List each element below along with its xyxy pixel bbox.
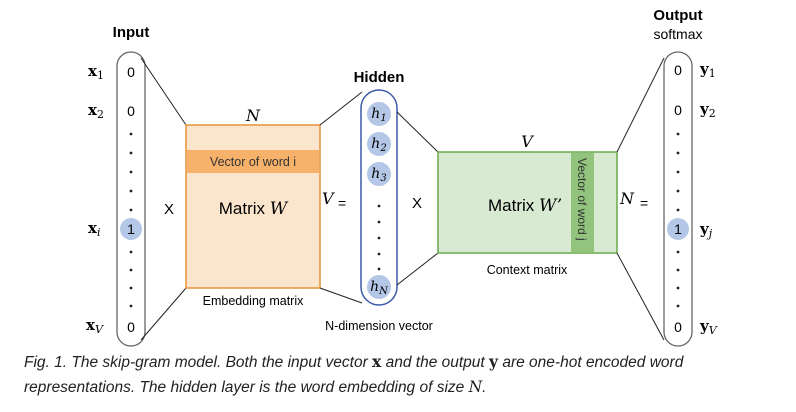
context-caption: Context matrix <box>487 263 568 277</box>
output-value-v: 0 <box>674 319 682 335</box>
hidden-unit-n-label: hN <box>370 279 389 297</box>
embedding-row-highlight <box>187 150 319 173</box>
embedding-matrix-label: Matrix W <box>219 199 289 219</box>
equals-op-2: = <box>640 195 648 211</box>
output-label-j: yj <box>699 220 713 240</box>
caption-text: Fig. 1. The skip-gram model. Both the in… <box>24 354 373 371</box>
hidden-unit-1-label: h1 <box>371 106 386 124</box>
output-label-v: yV <box>699 317 718 337</box>
connector-context-output <box>616 57 665 341</box>
output-value-2: 0 <box>674 102 682 118</box>
input-label-v: xV <box>86 316 104 336</box>
output-value-1: 0 <box>674 62 682 78</box>
input-value-1: 0 <box>127 64 135 80</box>
embedding-row-label: Vector of word i <box>210 155 296 169</box>
multiply-op-1: X <box>164 201 174 218</box>
caption-y-symbol: y <box>489 352 499 371</box>
hidden-unit-n <box>367 275 391 299</box>
connector-hidden-context <box>396 111 439 286</box>
connector-embedding-hidden <box>319 91 363 304</box>
context-col-highlight <box>571 153 594 252</box>
caption-n-symbol: N <box>468 378 483 396</box>
input-label-i: xi <box>88 219 100 239</box>
input-title: Input <box>113 24 150 41</box>
caption-text: and the output <box>381 354 490 371</box>
caption-text: . <box>482 379 487 396</box>
caption-text: are one-hot encoded word <box>498 354 684 371</box>
input-value-v: 0 <box>127 319 135 335</box>
context-matrix-label: Matrix W’ <box>488 196 562 216</box>
figure-caption: Fig. 1. The skip-gram model. Both the in… <box>24 350 784 400</box>
caption-text: representations. The hidden layer is the… <box>24 379 469 396</box>
hidden-dots <box>377 204 381 271</box>
hidden-caption: N-dimension vector <box>325 319 433 333</box>
output-label-1: y1 <box>699 60 716 80</box>
input-hot-highlight <box>120 218 142 240</box>
output-hot-highlight <box>667 218 689 240</box>
embedding-caption: Embedding matrix <box>203 294 304 308</box>
input-label-1: x1 <box>88 62 104 82</box>
connector-input-embedding <box>140 57 187 341</box>
multiply-op-2: X <box>412 195 422 212</box>
output-title: Output <box>653 7 702 24</box>
context-dim-n: N <box>619 189 635 208</box>
output-dots <box>676 132 680 308</box>
input-value-i: 1 <box>127 221 135 237</box>
hidden-unit-2-label: h2 <box>371 136 386 154</box>
input-label-2: x2 <box>88 101 104 121</box>
hidden-unit-2 <box>367 132 391 156</box>
hidden-unit-1 <box>367 102 391 126</box>
output-vector <box>663 51 693 347</box>
output-subtitle: softmax <box>653 26 702 42</box>
output-value-j: 1 <box>674 221 682 237</box>
input-value-2: 0 <box>127 103 135 119</box>
context-col-label: Vector of word j <box>575 158 589 241</box>
equals-op-1: = <box>338 195 346 211</box>
output-label-2: y2 <box>699 100 716 120</box>
caption-x-symbol: x <box>372 352 382 371</box>
input-vector <box>116 51 146 347</box>
hidden-unit-3 <box>367 162 391 186</box>
embedding-dim-v: V <box>322 189 335 208</box>
input-dots <box>129 132 133 308</box>
embedding-dim-n: N <box>245 106 261 125</box>
context-dim-v: V <box>521 132 534 151</box>
hidden-unit-3-label: h3 <box>371 166 386 184</box>
hidden-title: Hidden <box>354 69 405 86</box>
